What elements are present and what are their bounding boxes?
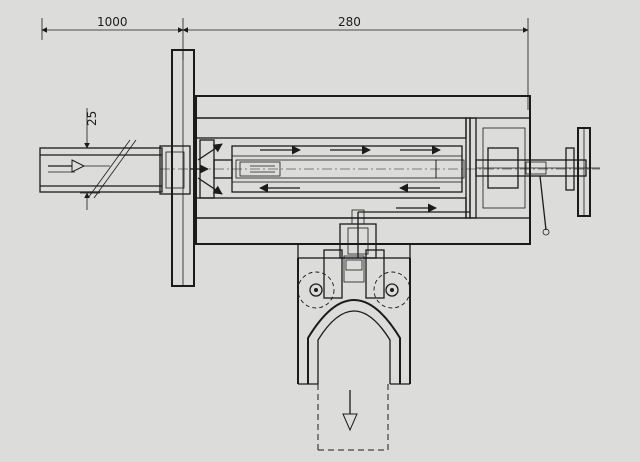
dimension-label-25: 25 (85, 111, 99, 126)
internal-flow-arrows (259, 145, 441, 213)
mounting-plate (171, 49, 195, 287)
pipe-coupling (159, 145, 191, 195)
dimension-lines (41, 18, 529, 210)
inlet-pipe (39, 139, 163, 199)
adjusting-shaft (475, 147, 600, 236)
outlet-bracket (297, 243, 411, 385)
dimension-label-1000: 1000 (97, 15, 128, 29)
collection-pipe-dashed (317, 384, 389, 451)
dimension-label-280: 280 (338, 15, 361, 29)
